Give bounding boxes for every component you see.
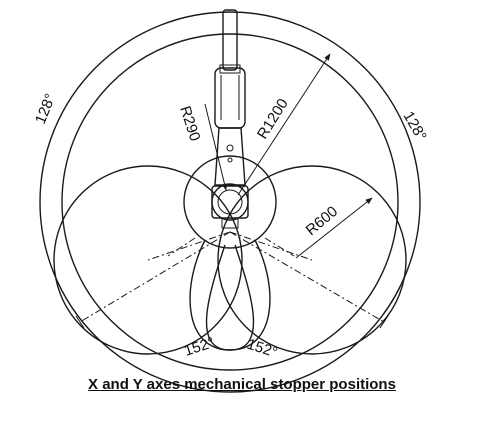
arm-body <box>214 67 246 129</box>
arm-upper-shaft <box>222 9 238 71</box>
r1200-leader <box>237 53 331 196</box>
label-r1200: R1200 <box>254 96 292 142</box>
base-circle-r290 <box>183 155 277 249</box>
figure-caption: X and Y axes mechanical stopper position… <box>88 376 396 393</box>
lower-right-loop <box>205 239 271 351</box>
robot-arm <box>211 9 249 229</box>
label-angle-left-outer: 128° <box>32 91 59 126</box>
outer-reach-circle <box>39 11 421 393</box>
label-r600: R600 <box>303 203 341 239</box>
stopper-ray-left-inner <box>167 237 196 257</box>
label-r290: R290 <box>176 104 203 143</box>
stopper-ray-right-inner <box>264 237 295 257</box>
label-angle-right-bottom: 152° <box>245 336 280 362</box>
tick-right <box>379 315 389 329</box>
r600-leader <box>295 197 373 259</box>
stopper-ray-left-outer <box>79 231 231 323</box>
tick-left <box>75 315 85 329</box>
left-elbow-circle <box>53 165 243 355</box>
label-angle-left-bottom: 152° <box>182 334 217 360</box>
r290-leader <box>204 103 228 191</box>
right-elbow-circle <box>217 165 407 355</box>
outer-band-circle <box>61 33 399 371</box>
